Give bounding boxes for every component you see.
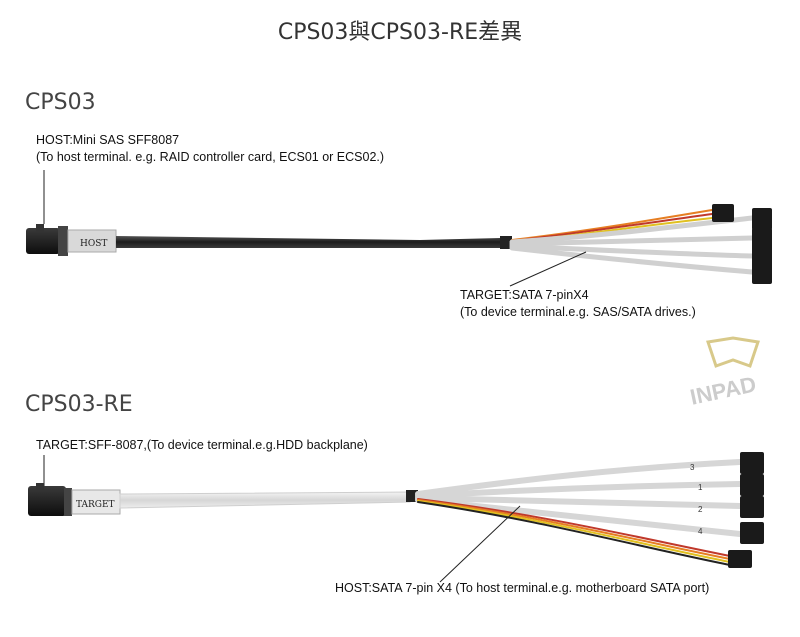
page-title: CPS03與CPS03-RE差異 [277,20,523,45]
cps03-re-fanout-wires [415,459,743,566]
watermark-text: INPAD [688,371,758,406]
cps03-fanout-wires [509,209,755,275]
cps03-sata-connectors [752,208,772,284]
cps03-host-label: HOST:Mini SAS SFF8087 (To host terminal.… [36,132,384,166]
cps03-re-connector-text: TARGET [76,500,115,510]
cps03-host-label-line2: (To host terminal. e.g. RAID controller … [36,150,385,164]
cps03-target-label-line1: TARGET:SATA 7-pinX4 [460,288,589,302]
cps03-4pin-connector [712,204,734,222]
cps03-heading: CPS03 [25,90,96,115]
cps03-host-connector: HOST [26,224,117,256]
port-number-1: 1 [698,483,703,492]
cps03-host-label-line1: HOST:Mini SAS SFF8087 [36,133,180,147]
cps03-re-heading: CPS03-RE [25,392,133,417]
port-number-2: 2 [698,505,703,514]
cps03-connector-text: HOST [80,239,107,249]
cps03-re-host-label: HOST:SATA 7-pin X4 (To host terminal.e.g… [335,581,710,595]
cps03-re-host-callout-line [439,505,521,583]
cps03-re-target-label: TARGET:SFF-8087,(To device terminal.e.g.… [36,438,368,452]
inpad-watermark-logo: INPAD [688,336,778,410]
cps03-re-braided-cable [119,491,411,509]
cps03-target-label-line2: (To device terminal.e.g. SAS/SATA drives… [460,305,696,319]
cps03-re-4pin-connector [728,550,752,568]
cps03-target-callout-line [509,251,587,287]
cps03-braided-cable [116,236,500,248]
cps03-re-sata-connectors [740,452,764,544]
port-number-3: 3 [690,463,695,472]
port-number-4: 4 [698,527,703,536]
cps03-re-target-connector: TARGET [28,483,121,516]
cps03-target-label: TARGET:SATA 7-pinX4 (To device terminal.… [460,287,696,321]
